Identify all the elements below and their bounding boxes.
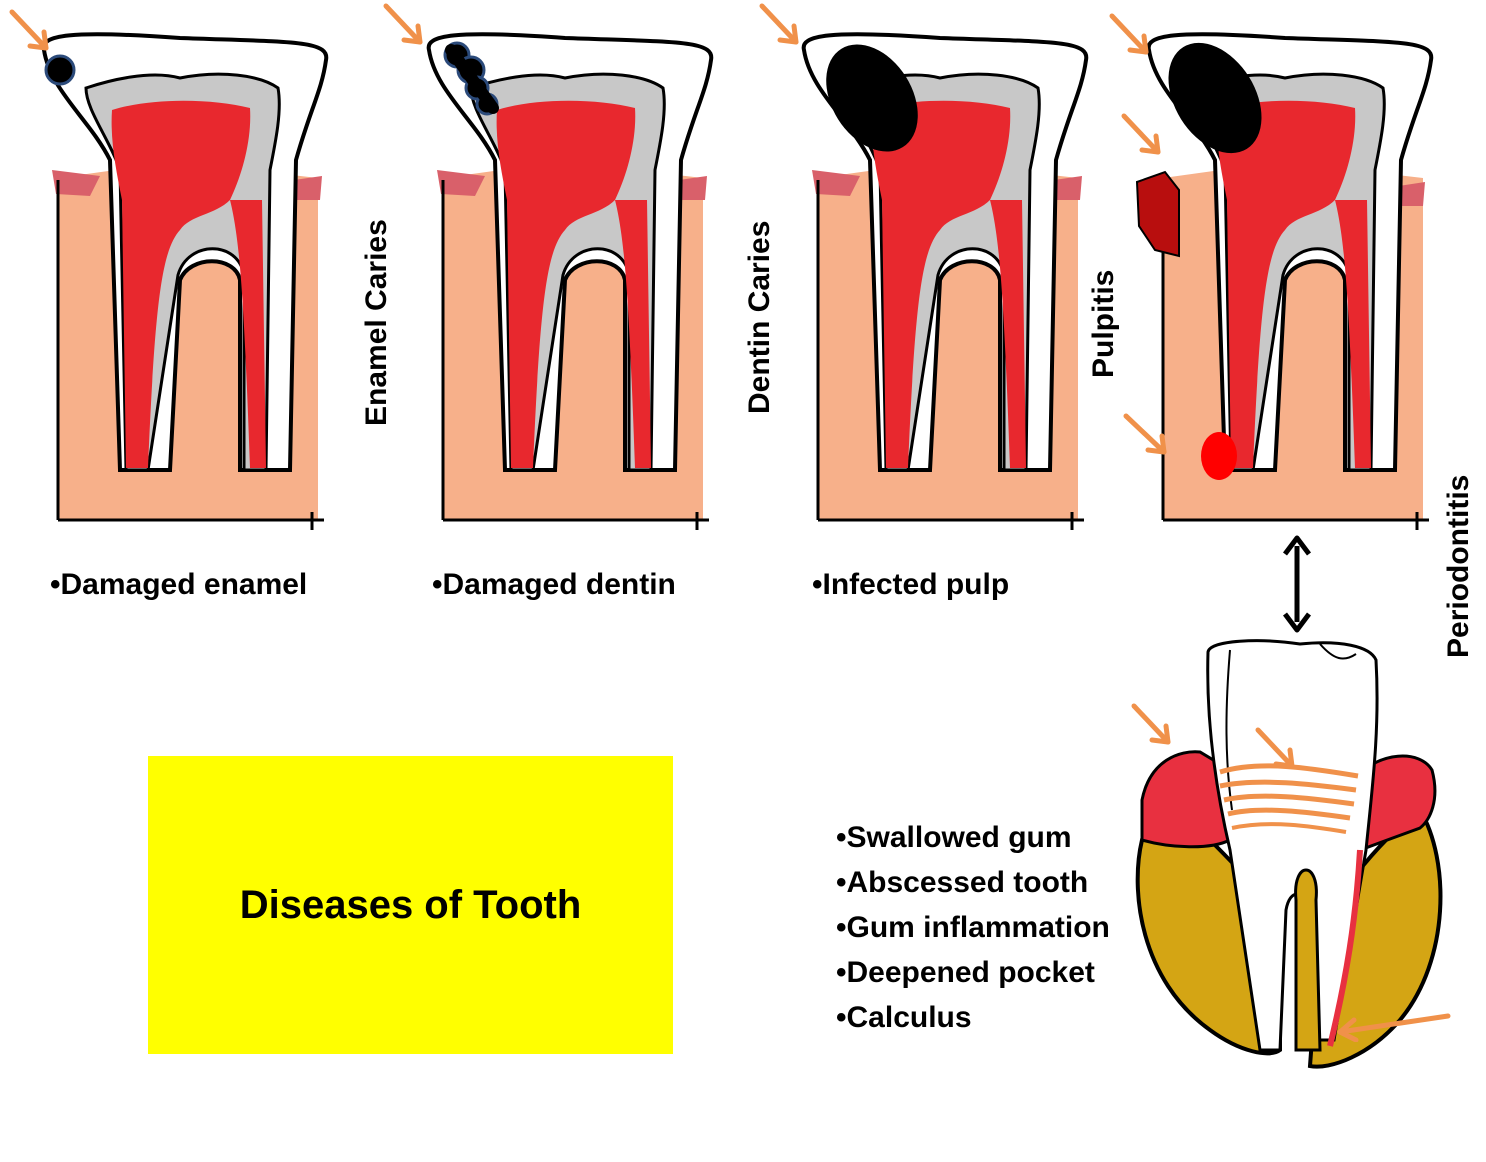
tooth-pulp — [496, 100, 636, 468]
tooth-diagram-periodontitis — [1135, 32, 1434, 530]
tooth-panel-pulpitis — [790, 0, 1090, 540]
title-box: Diseases of Tooth — [148, 756, 673, 1054]
tooth-panel-dentin-caries — [415, 0, 715, 540]
tooth-panel-enamel-caries — [30, 0, 330, 540]
stage-vertical-label-dentin: Dentin Caries — [743, 220, 776, 414]
tooth-diagram-pulpitis — [801, 32, 1089, 530]
gum-edge — [812, 170, 860, 196]
caption-infected-pulp: •Infected pulp — [812, 568, 1010, 601]
gum-edge — [52, 170, 100, 196]
caption-damaged-dentin: •Damaged dentin — [432, 568, 676, 601]
tooth-crown-root — [1206, 639, 1379, 1052]
list-item: •Deepened pocket — [836, 956, 1095, 989]
orange-arrow-icon — [9, 9, 49, 51]
orange-arrow-icon — [1337, 1013, 1451, 1042]
double-arrow-icon — [1283, 535, 1311, 633]
tooth-pulp — [111, 100, 251, 468]
gum-abscess — [1135, 170, 1180, 258]
stage-vertical-label-enamel: Enamel Caries — [360, 219, 393, 426]
orange-arrow-icon — [1123, 413, 1167, 455]
orange-arrow-icon — [383, 3, 423, 45]
list-item: •Swallowed gum — [836, 821, 1072, 854]
periodontitis-symptom-list: •Swallowed gum •Abscessed tooth •Gum inf… — [836, 815, 1136, 1040]
tooth-panel-periodontitis — [1135, 0, 1435, 540]
apical-abscess — [1201, 432, 1237, 480]
page-title: Diseases of Tooth — [239, 882, 582, 927]
periodontitis-tooth-diagram — [1135, 639, 1443, 1069]
tooth-diagram-dentin — [426, 32, 714, 530]
caries-lesion — [826, 44, 918, 152]
orange-arrow-icon — [1131, 703, 1171, 745]
list-item: •Gum inflammation — [836, 911, 1110, 944]
caries-spot — [44, 54, 76, 86]
list-item: •Calculus — [836, 1001, 972, 1034]
periodontitis-detail — [1120, 600, 1460, 1080]
tooth-pulp — [1216, 100, 1356, 468]
orange-arrow-icon — [1255, 727, 1295, 769]
caption-damaged-enamel: •Damaged enamel — [50, 568, 308, 601]
orange-arrow-icon — [1121, 113, 1161, 155]
orange-arrow-icon — [759, 3, 799, 45]
orange-arrow-icon — [1109, 13, 1149, 55]
gum-edge — [437, 170, 485, 196]
caries-lesion — [1168, 42, 1262, 154]
list-item: •Abscessed tooth — [836, 866, 1089, 899]
tooth-diagram-enamel — [41, 32, 329, 530]
stage-vertical-label-pulpitis: Pulpitis — [1087, 269, 1120, 378]
caries-channel — [443, 41, 499, 116]
tooth-pulp — [871, 100, 1011, 468]
